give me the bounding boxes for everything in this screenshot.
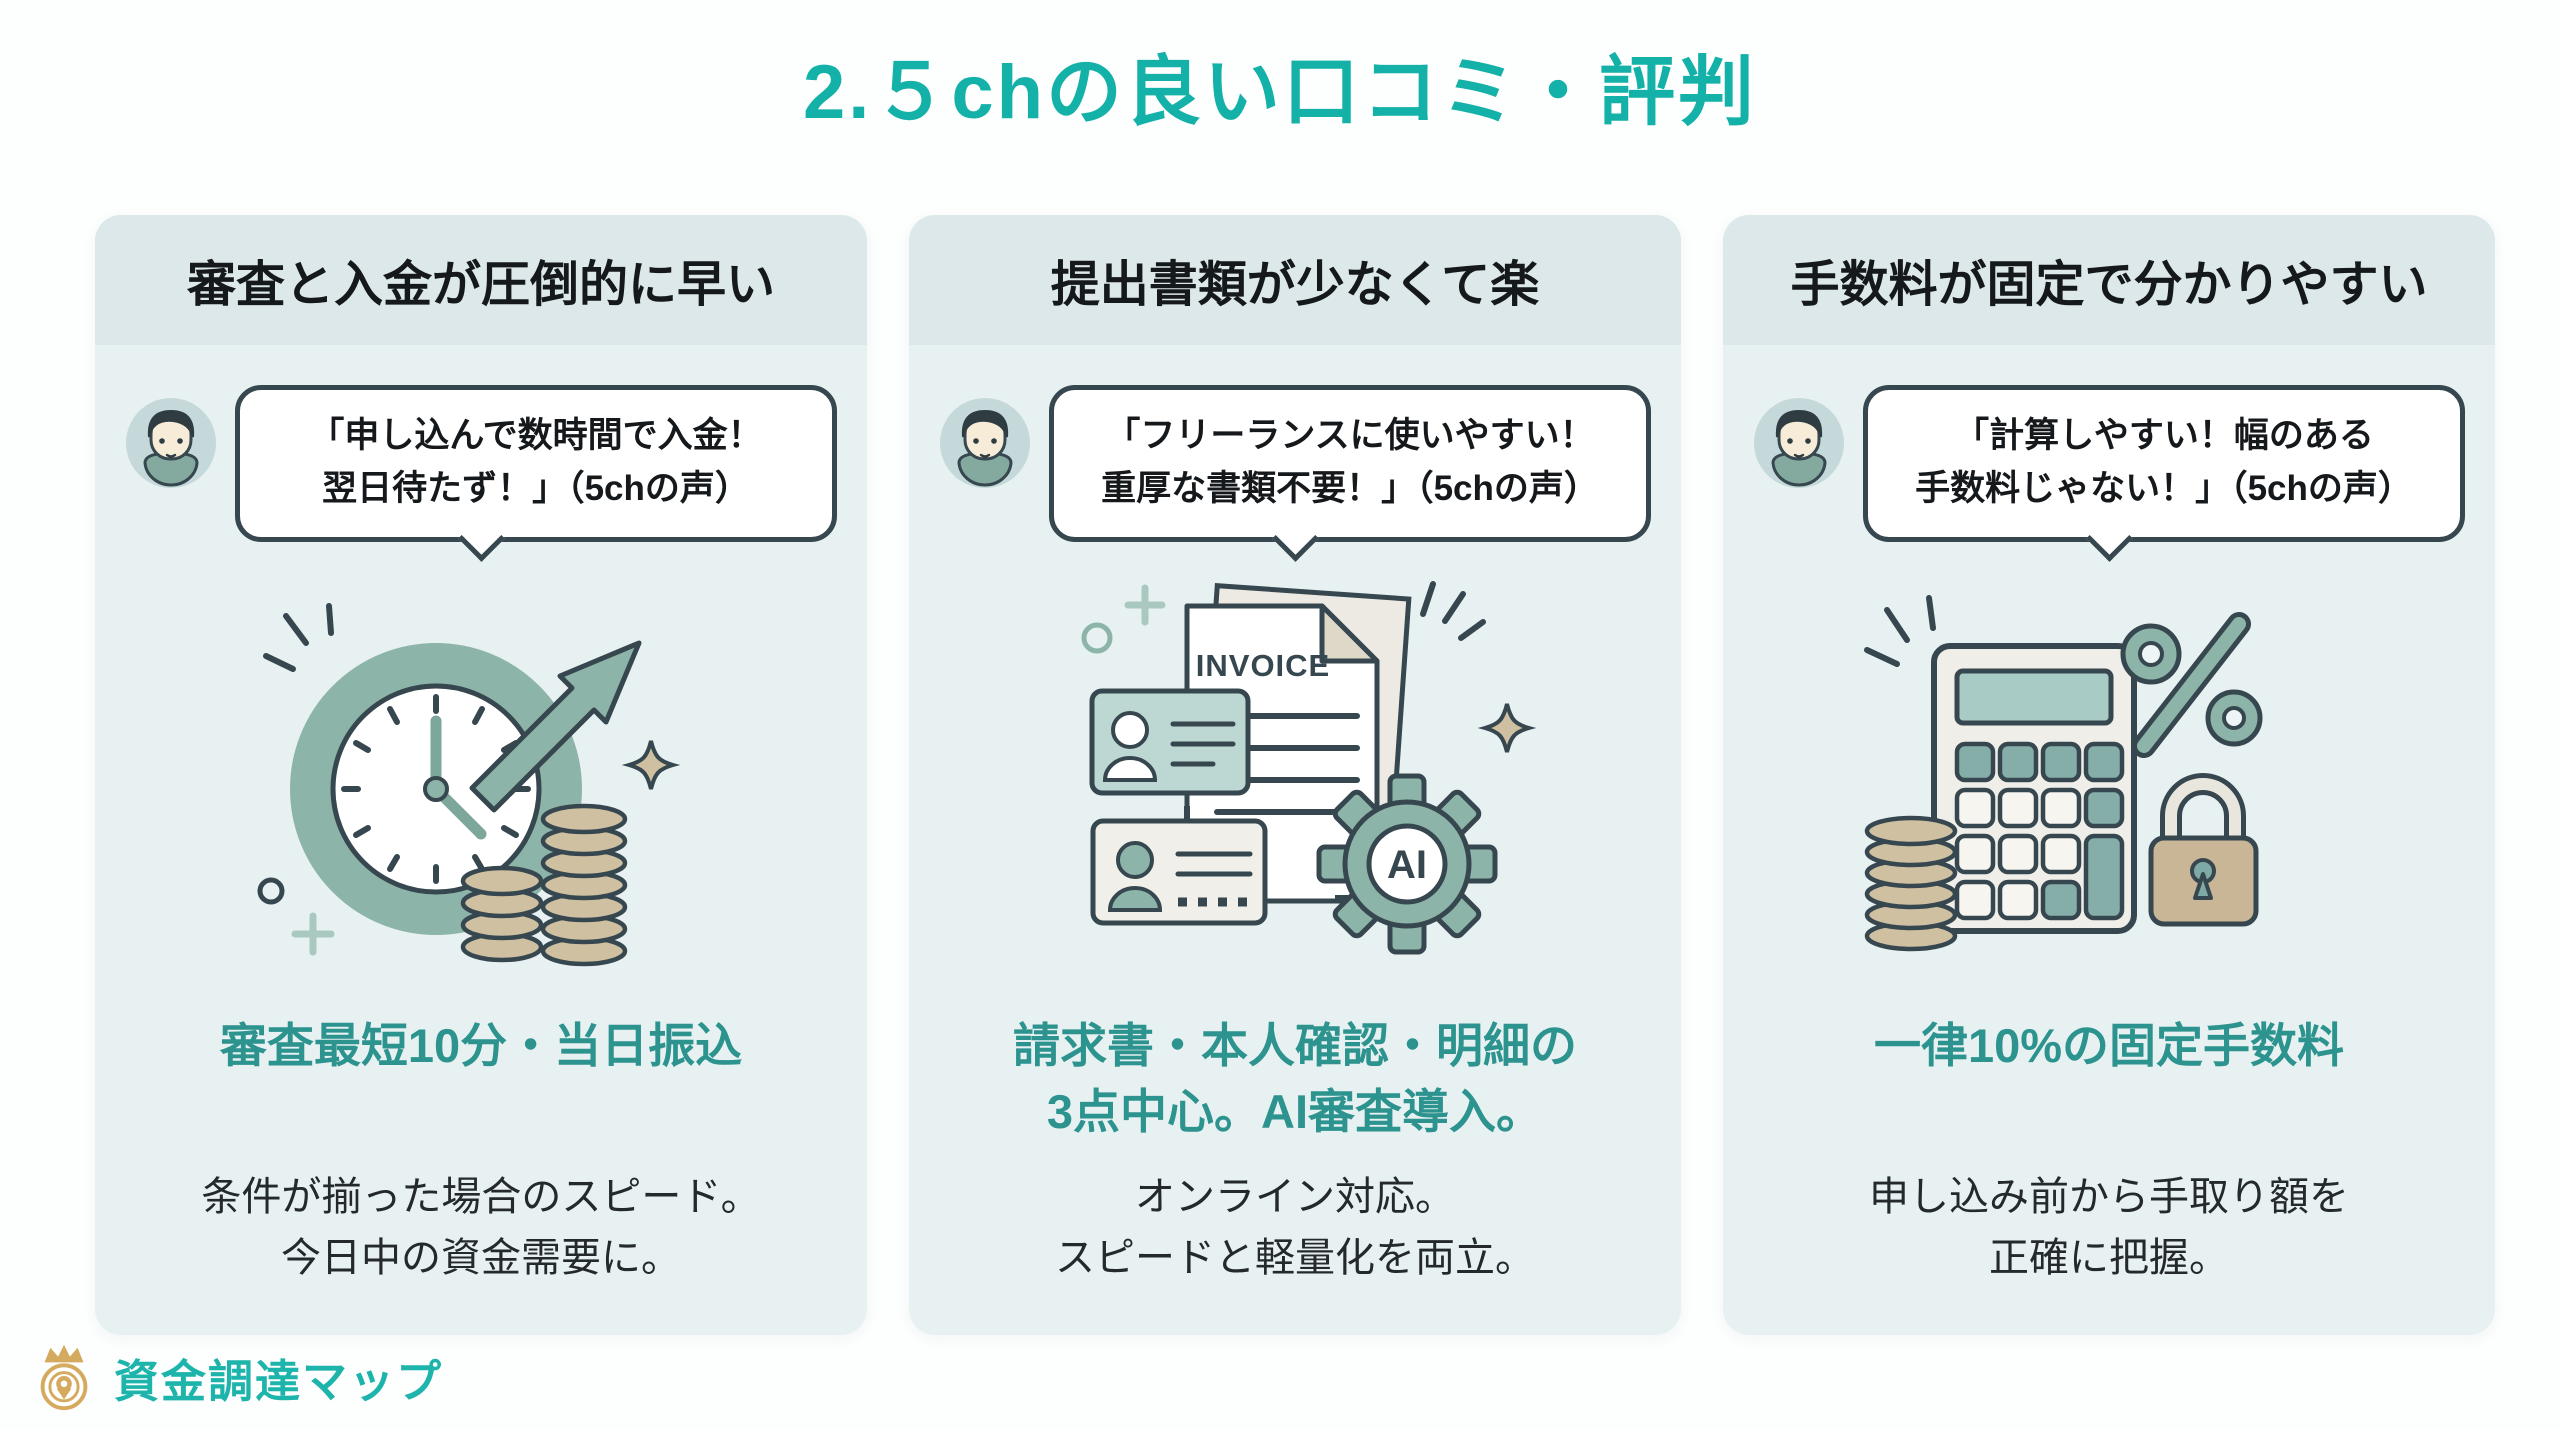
ai-gear-icon: AI <box>1316 773 1498 955</box>
card-headline: 一律10%の固定手数料 <box>1723 1013 2495 1079</box>
clock-icon <box>290 643 582 935</box>
quote-line: 重厚な書類不要！」（5chの声） <box>1101 468 1599 508</box>
id-card-icon <box>1090 818 1268 926</box>
coins-icon <box>460 803 628 967</box>
calculator-fee-illustration <box>1723 575 2495 1007</box>
headline-line: 審査最短10分・当日振込 <box>219 1019 743 1072</box>
sparkle-plus-icon <box>1124 584 1166 626</box>
quote-row: 「申し込んで数時間で入金！ 翌日待たず！」（5chの声） <box>125 385 837 565</box>
sparkle-lines-icon <box>1420 581 1486 641</box>
description-line: 正確に把握。 <box>1989 1236 2229 1281</box>
quote-line: 「計算しやすい！幅のある <box>1954 416 2374 455</box>
quote-row: 「計算しやすい！幅のある 手数料じゃない！」（5chの声） <box>1753 385 2465 565</box>
card-headline: 請求書・本人確認・明細の 3点中心。AI審査導入。 <box>909 1013 1681 1145</box>
quote-line: 手数料じゃない！」（5chの声） <box>1915 468 2413 508</box>
card-description: 条件が揃った場合のスピード。 今日中の資金需要に。 <box>95 1167 867 1289</box>
description-line: 今日中の資金需要に。 <box>281 1236 681 1281</box>
calculator-icon <box>1931 643 2137 934</box>
percent-icon <box>2120 612 2263 758</box>
clock-growth-illustration <box>95 575 867 1007</box>
id-card-icon <box>1089 688 1251 796</box>
speech-bubble: 「計算しやすい！幅のある 手数料じゃない！」（5chの声） <box>1863 385 2465 562</box>
headline-line: 一律10%の固定手数料 <box>1873 1019 2345 1072</box>
card-header: 審査と入金が圧倒的に早い <box>95 215 867 345</box>
speech-bubble-tail <box>1272 515 1319 562</box>
description-line: 申し込み前から手取り額を <box>1869 1175 2349 1220</box>
review-card-fees: 手数料が固定で分かりやすい 「計算しやすい！幅のある <box>1723 215 2495 1335</box>
site-logo: 資金調達マップ <box>28 1341 443 1413</box>
review-card-documents: 提出書類が少なくて楽 「フリーランスに使いやすい！ <box>909 215 1681 1335</box>
sparkle-diamond-icon <box>621 740 681 790</box>
avatar <box>126 398 216 488</box>
sparkle-circle-icon <box>257 877 285 905</box>
card-header: 手数料が固定で分かりやすい <box>1723 215 2495 345</box>
description-line: スピードと軽量化を両立。 <box>1055 1236 1535 1281</box>
description-line: 条件が揃った場合のスピード。 <box>201 1175 761 1220</box>
padlock-icon <box>2148 773 2259 927</box>
page-title: 2.５chの良い口コミ・評判 <box>802 50 1758 135</box>
card-header-label: 提出書類が少なくて楽 <box>1050 257 1540 312</box>
cards-row: 審査と入金が圧倒的に早い 「申し込んで数時間で入金！ <box>95 215 2495 1335</box>
review-card-speed: 審査と入金が圧倒的に早い 「申し込んで数時間で入金！ <box>95 215 867 1335</box>
coins-icon <box>1864 815 1958 952</box>
invoice-ai-illustration: INVOICE <box>909 575 1681 1007</box>
sparkle-diamond-icon <box>1477 703 1537 753</box>
quote-line: 「フリーランスに使いやすい！ <box>1105 416 1595 455</box>
logo-text: 資金調達マップ <box>114 1355 444 1407</box>
headline-line: 請求書・本人確認・明細の <box>1013 1019 1577 1072</box>
crown-map-pin-icon <box>40 1344 88 1411</box>
headline-line: 3点中心。AI審査導入。 <box>1046 1084 1544 1138</box>
speech-bubble-tail <box>458 515 505 562</box>
speech-bubble: 「申し込んで数時間で入金！ 翌日待たず！」（5chの声） <box>235 385 837 562</box>
growth-arrow-icon <box>469 640 642 813</box>
card-headline: 審査最短10分・当日振込 <box>95 1013 867 1079</box>
card-header-label: 審査と入金が圧倒的に早い <box>186 257 775 312</box>
invoice-label: INVOICE <box>1196 648 1330 683</box>
quote-line: 翌日待たず！」（5chの声） <box>322 468 750 508</box>
avatar <box>1754 398 1844 488</box>
avatar <box>940 398 1030 488</box>
quote-row: 「フリーランスに使いやすい！ 重厚な書類不要！」（5chの声） <box>939 385 1651 565</box>
sparkle-lines-icon <box>1864 595 1936 667</box>
card-header: 提出書類が少なくて楽 <box>909 215 1681 345</box>
card-header-label: 手数料が固定で分かりやすい <box>1790 257 2428 312</box>
sparkle-circle-icon <box>1081 622 1113 654</box>
sparkle-lines-icon <box>263 603 334 672</box>
ai-label: AI <box>1387 843 1427 887</box>
sparkle-plus-icon <box>291 912 335 956</box>
speech-bubble-tail <box>2086 515 2133 562</box>
description-line: オンライン対応。 <box>1135 1175 1455 1220</box>
quote-line: 「申し込んで数時間で入金！ <box>309 416 763 455</box>
card-description: オンライン対応。 スピードと軽量化を両立。 <box>909 1167 1681 1289</box>
card-description: 申し込み前から手取り額を 正確に把握。 <box>1723 1167 2495 1289</box>
speech-bubble: 「フリーランスに使いやすい！ 重厚な書類不要！」（5chの声） <box>1049 385 1651 562</box>
